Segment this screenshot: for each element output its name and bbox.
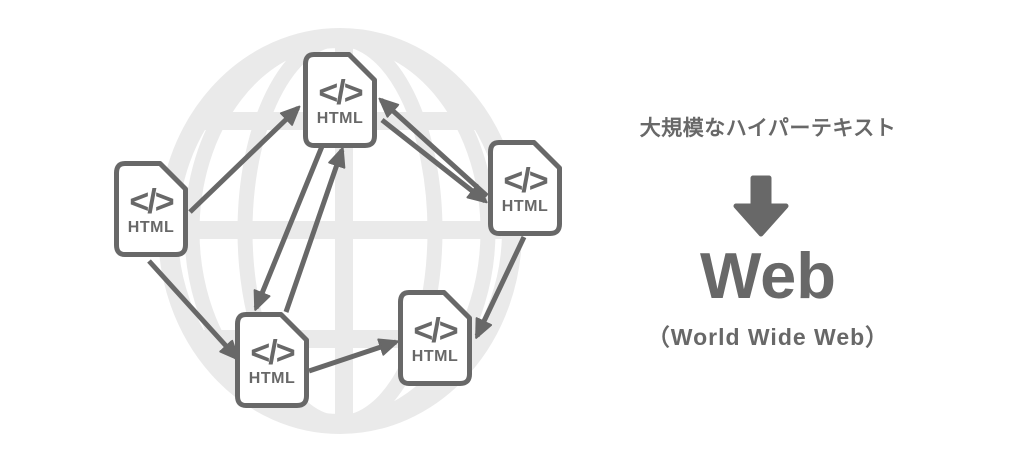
file-type-label: HTML	[411, 348, 459, 365]
file-content: </> HTML	[114, 161, 188, 257]
file-content: </> HTML	[235, 312, 309, 408]
explanation-panel: 大規模なハイパーテキスト Web （World Wide Web）	[617, 0, 919, 461]
file-type-label: HTML	[501, 198, 549, 215]
file-outline-icon	[488, 140, 562, 236]
file-content: </> HTML	[398, 290, 472, 386]
arrow-top-to-right	[380, 118, 488, 204]
file-type-label: HTML	[316, 110, 364, 127]
html-file-node-bottom-right: </> HTML	[398, 290, 472, 386]
file-type-label: HTML	[248, 370, 296, 387]
arrow-right-to-bottom-right	[474, 235, 527, 339]
file-outline-icon	[235, 312, 309, 408]
arrow-bottom-left-to-bottom-right	[308, 338, 399, 374]
file-outline-icon	[303, 52, 377, 148]
down-arrow-icon	[733, 175, 789, 237]
web-subtitle: （World Wide Web）	[646, 324, 890, 350]
file-outline-icon	[398, 290, 472, 386]
arrow-bottom-left-to-top	[283, 147, 346, 313]
file-content: </> HTML	[303, 52, 377, 148]
code-brackets-icon: </>	[318, 74, 363, 112]
arrow-left-to-bottom-left	[147, 259, 240, 361]
code-brackets-icon: </>	[250, 334, 295, 372]
file-type-label: HTML	[127, 219, 175, 236]
arrow-left-to-top	[188, 105, 301, 214]
html-file-node-right: </> HTML	[488, 140, 562, 236]
file-content: </> HTML	[488, 140, 562, 236]
hypertext-network-diagram: </> HTML </> HTML </> HTML	[114, 28, 562, 434]
html-file-node-top: </> HTML	[303, 52, 377, 148]
web-title: Web	[699, 239, 837, 312]
code-brackets-icon: </>	[129, 183, 174, 221]
html-file-node-left: </> HTML	[114, 161, 188, 257]
html-file-node-bottom-left: </> HTML	[235, 312, 309, 408]
arrow-right-to-top	[378, 97, 489, 198]
code-brackets-icon: </>	[503, 162, 548, 200]
file-outline-icon	[114, 161, 188, 257]
heading-large-scale-hypertext: 大規模なハイパーテキスト	[639, 117, 897, 140]
link-arrows	[147, 97, 527, 374]
code-brackets-icon: </>	[413, 312, 458, 350]
arrow-top-to-bottom-left	[253, 138, 328, 311]
